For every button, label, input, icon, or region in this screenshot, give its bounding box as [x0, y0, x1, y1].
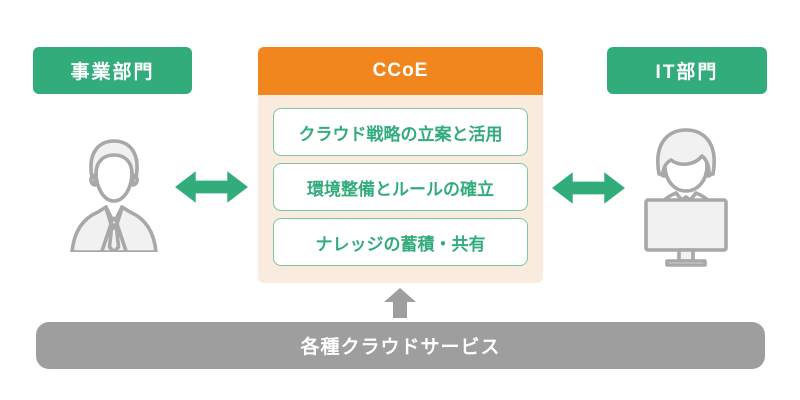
ccoe-header: CCoE	[258, 47, 543, 95]
businessman-icon	[70, 139, 158, 252]
bidirectional-arrow-icon	[552, 172, 625, 204]
business-dept-box: 事業部門	[33, 47, 192, 94]
person-at-computer-icon	[644, 128, 728, 267]
ccoe-panel: CCoE クラウド戦略の立案と活用 環境整備とルールの確立 ナレッジの蓄積・共有	[258, 47, 543, 283]
bidirectional-arrow-icon	[175, 171, 248, 203]
up-arrow-icon	[384, 288, 416, 318]
ccoe-item-rules: 環境整備とルールの確立	[273, 163, 528, 211]
ccoe-item-strategy: クラウド戦略の立案と活用	[273, 108, 528, 156]
ccoe-item-knowledge: ナレッジの蓄積・共有	[273, 218, 528, 266]
ccoe-body: クラウド戦略の立案と活用 環境整備とルールの確立 ナレッジの蓄積・共有	[258, 95, 543, 283]
it-dept-box: IT部門	[607, 47, 767, 94]
cloud-services-bar: 各種クラウドサービス	[36, 322, 765, 369]
